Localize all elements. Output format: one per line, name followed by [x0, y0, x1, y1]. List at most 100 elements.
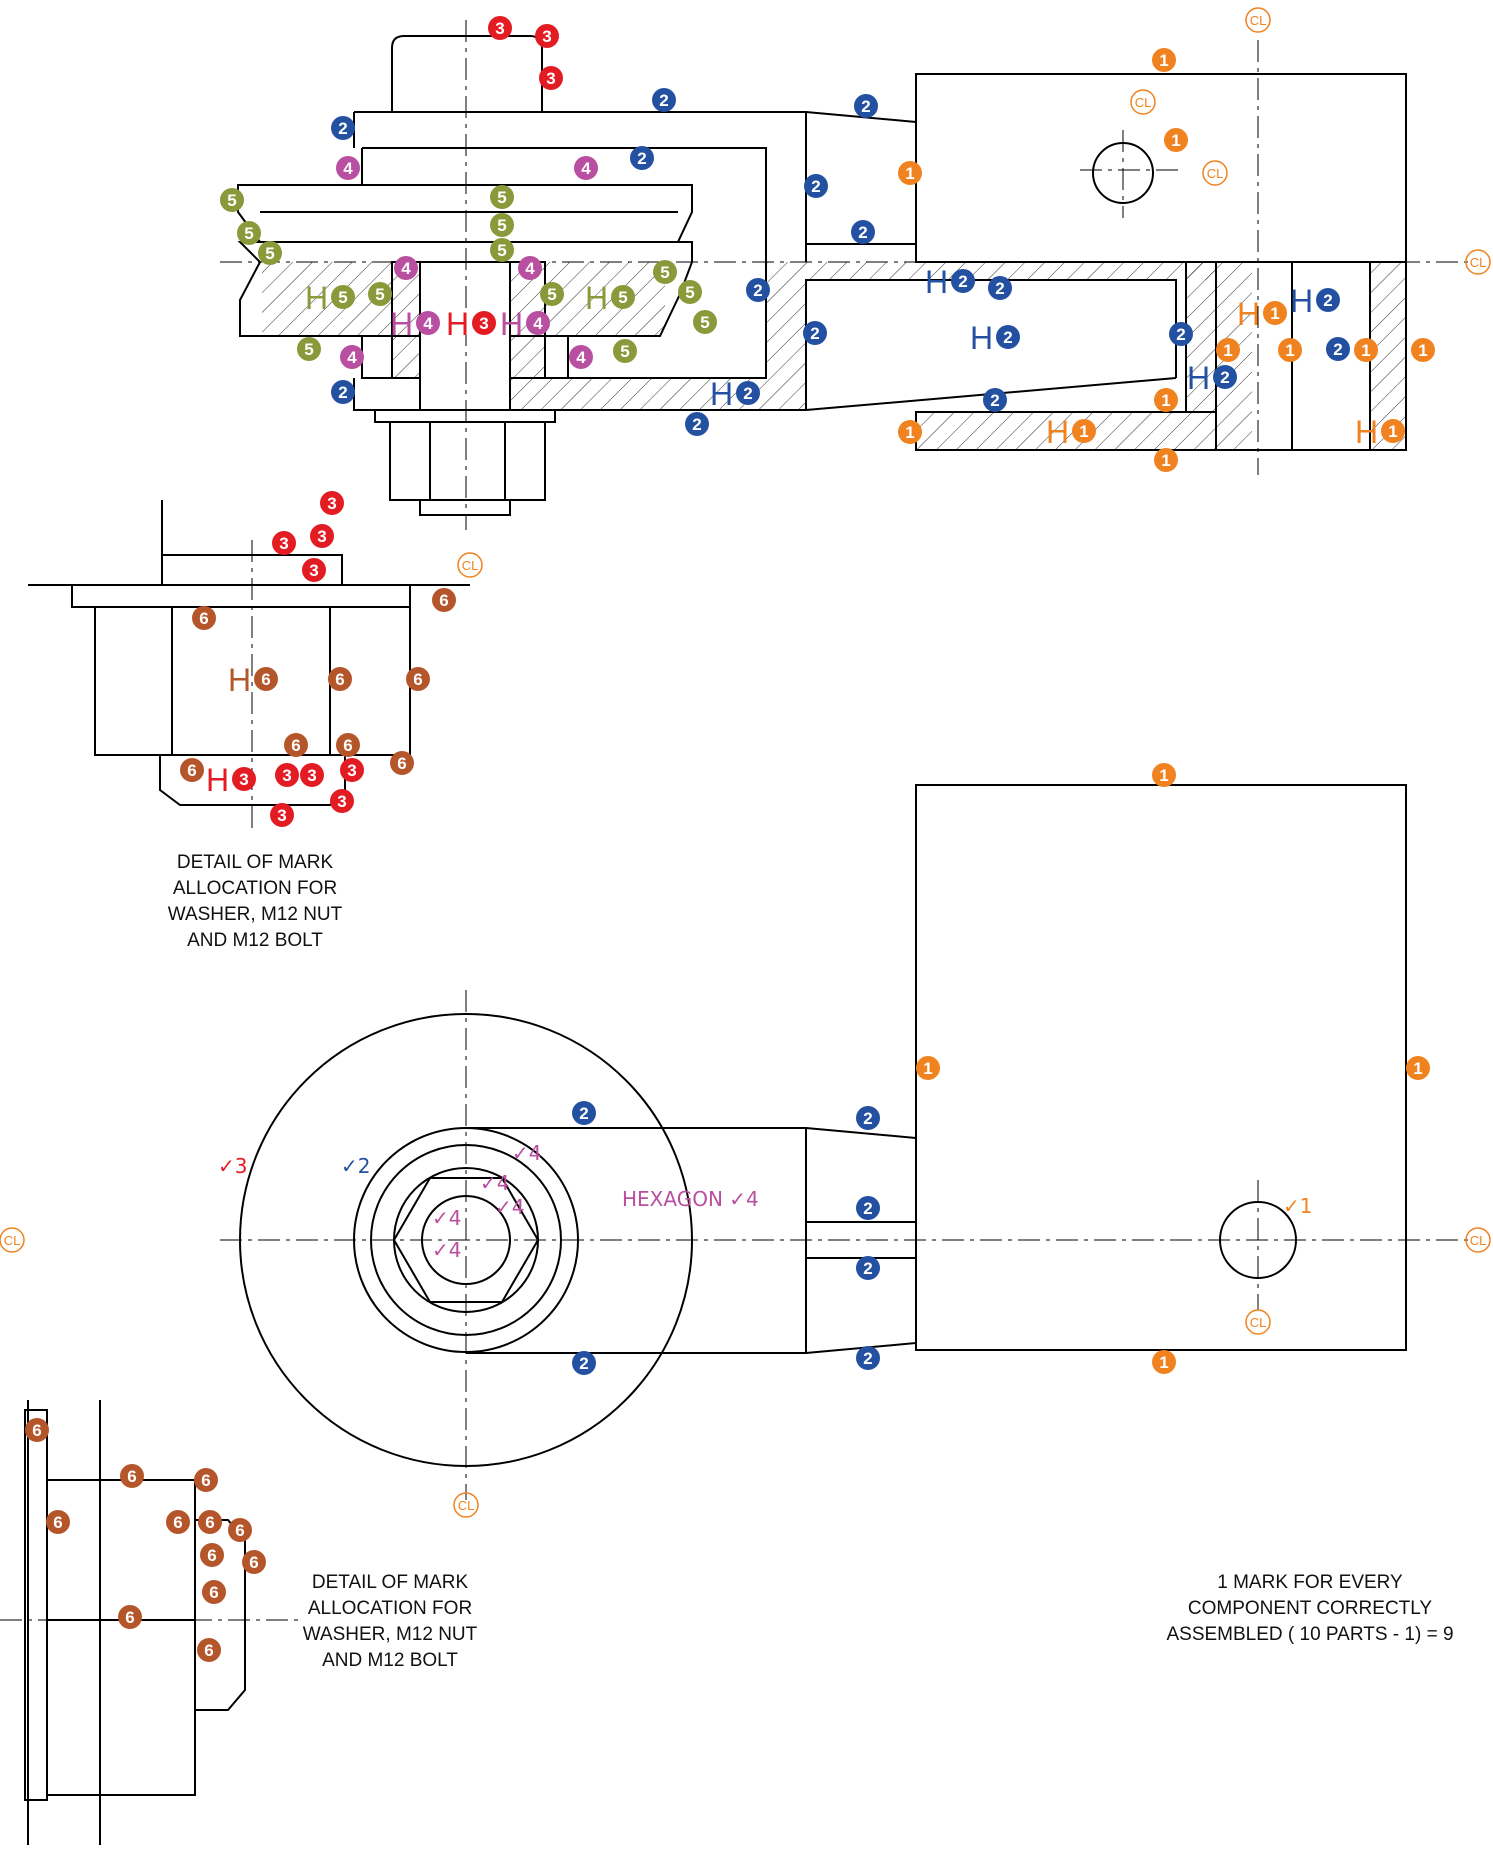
note-line: AND M12 BOLT	[322, 1650, 458, 1671]
clevis-web-hatch	[766, 262, 806, 378]
part-6-badge: 6	[284, 733, 308, 757]
svg-text:2: 2	[810, 324, 819, 343]
part-1-badge: 1	[1154, 388, 1178, 412]
washer-plan	[353, 1127, 579, 1353]
svg-text:4: 4	[423, 314, 433, 333]
svg-text:CL: CL	[1250, 13, 1267, 28]
note-line: WASHER, M12 NUT	[167, 904, 343, 925]
part-2-badge: 2	[331, 116, 355, 140]
svg-text:CL: CL	[1135, 95, 1152, 110]
svg-text:2: 2	[659, 91, 668, 110]
svg-text:2: 2	[863, 1199, 872, 1218]
svg-text:2: 2	[1003, 328, 1012, 347]
part-6-badge: 6	[432, 588, 456, 612]
part-6-badge: 6	[192, 606, 216, 630]
svg-text:3: 3	[282, 766, 291, 785]
part-2-badge: 2	[854, 94, 878, 118]
svg-text:3: 3	[347, 761, 356, 780]
svg-text:1: 1	[923, 1059, 932, 1078]
centreline-marker: CL	[1465, 249, 1491, 275]
svg-text:1: 1	[905, 164, 914, 183]
part-6-badge: 6	[120, 1464, 144, 1488]
part-5-badge: 5	[678, 280, 702, 304]
svg-text:1: 1	[1171, 131, 1180, 150]
centreline-marker: CL	[1465, 1227, 1491, 1253]
hatch-label-4: H	[390, 306, 413, 342]
centreline-marker: CL	[1245, 7, 1271, 33]
nut-detail-bottom-chamfer	[195, 1519, 246, 1711]
svg-text:3: 3	[479, 314, 488, 333]
svg-text:3: 3	[279, 534, 288, 553]
note-line: ASSEMBLED ( 10 PARTS - 1) = 9	[1166, 1624, 1454, 1645]
nut-detail-top-chamfer	[159, 755, 346, 806]
svg-text:3: 3	[317, 527, 326, 546]
block-hole	[1092, 142, 1154, 204]
part-6-badge: 6	[166, 1510, 190, 1534]
part-3-badge: 3	[272, 531, 296, 555]
part-3-badge: 3	[232, 767, 256, 791]
part-6-badge: 6	[406, 667, 430, 691]
check-mark-4: HEXAGON ✓4	[622, 1187, 759, 1211]
part-4-badge: 4	[574, 156, 598, 180]
svg-text:2: 2	[863, 1109, 872, 1128]
svg-text:6: 6	[249, 1553, 258, 1572]
part-2-badge: 2	[736, 381, 760, 405]
svg-text:3: 3	[309, 561, 318, 580]
part-2-badge: 2	[630, 146, 654, 170]
part-1-badge: 1	[1152, 1350, 1176, 1374]
part-1-badge: 1	[1381, 419, 1405, 443]
part-2-badge: 2	[803, 321, 827, 345]
washer-inner-plan	[370, 1144, 562, 1336]
svg-text:2: 2	[579, 1104, 588, 1123]
svg-text:6: 6	[209, 1583, 218, 1602]
svg-text:4: 4	[525, 259, 535, 278]
svg-text:CL: CL	[1470, 255, 1487, 270]
part-4-badge: 4	[518, 256, 542, 280]
block-bottom	[915, 411, 1217, 451]
svg-text:CL: CL	[458, 1498, 475, 1513]
part-2-badge: 2	[685, 412, 709, 436]
svg-text:5: 5	[244, 224, 253, 243]
part-4-badge: 4	[526, 311, 550, 335]
centreline-marker: CL	[457, 552, 483, 578]
svg-text:3: 3	[495, 19, 504, 38]
part-6-badge: 6	[336, 733, 360, 757]
svg-text:2: 2	[692, 415, 701, 434]
part-4-badge: 4	[336, 156, 360, 180]
note-line: AND M12 BOLT	[187, 930, 323, 951]
part-2-badge: 2	[804, 174, 828, 198]
part-6-badge: 6	[198, 1510, 222, 1534]
part-5-badge: 5	[613, 339, 637, 363]
check-mark-4: ✓4	[480, 1171, 509, 1195]
svg-text:4: 4	[401, 259, 411, 278]
part-4-badge: 4	[340, 345, 364, 369]
hatch-label-1: H	[1355, 414, 1378, 450]
hatch-label-1: H	[1046, 414, 1069, 450]
part-3-badge: 3	[539, 66, 563, 90]
part-2-badge: 2	[988, 276, 1012, 300]
note-line: DETAIL OF MARK	[311, 1572, 469, 1593]
part-5-badge: 5	[611, 285, 635, 309]
svg-text:2: 2	[958, 272, 967, 291]
part-3-badge: 3	[330, 789, 354, 813]
svg-text:5: 5	[700, 313, 709, 332]
svg-text:5: 5	[685, 283, 694, 302]
part-2-badge: 2	[856, 1346, 880, 1370]
svg-text:1: 1	[1159, 1353, 1168, 1372]
clevis-band-hatch	[806, 262, 1216, 280]
svg-text:2: 2	[1323, 291, 1332, 310]
hatch-label-3: H	[446, 306, 469, 342]
part-5-badge: 5	[331, 285, 355, 309]
hatch-label-4: H	[500, 306, 523, 342]
svg-text:6: 6	[127, 1467, 136, 1486]
svg-text:2: 2	[858, 223, 867, 242]
part-2-badge: 2	[856, 1196, 880, 1220]
hatch-label-6: H	[228, 662, 251, 698]
svg-text:6: 6	[335, 670, 344, 689]
svg-text:5: 5	[620, 342, 629, 361]
clevis-top-arm	[353, 111, 917, 262]
part-2-badge: 2	[851, 220, 875, 244]
svg-text:2: 2	[579, 1354, 588, 1373]
part-5-badge: 5	[297, 337, 321, 361]
